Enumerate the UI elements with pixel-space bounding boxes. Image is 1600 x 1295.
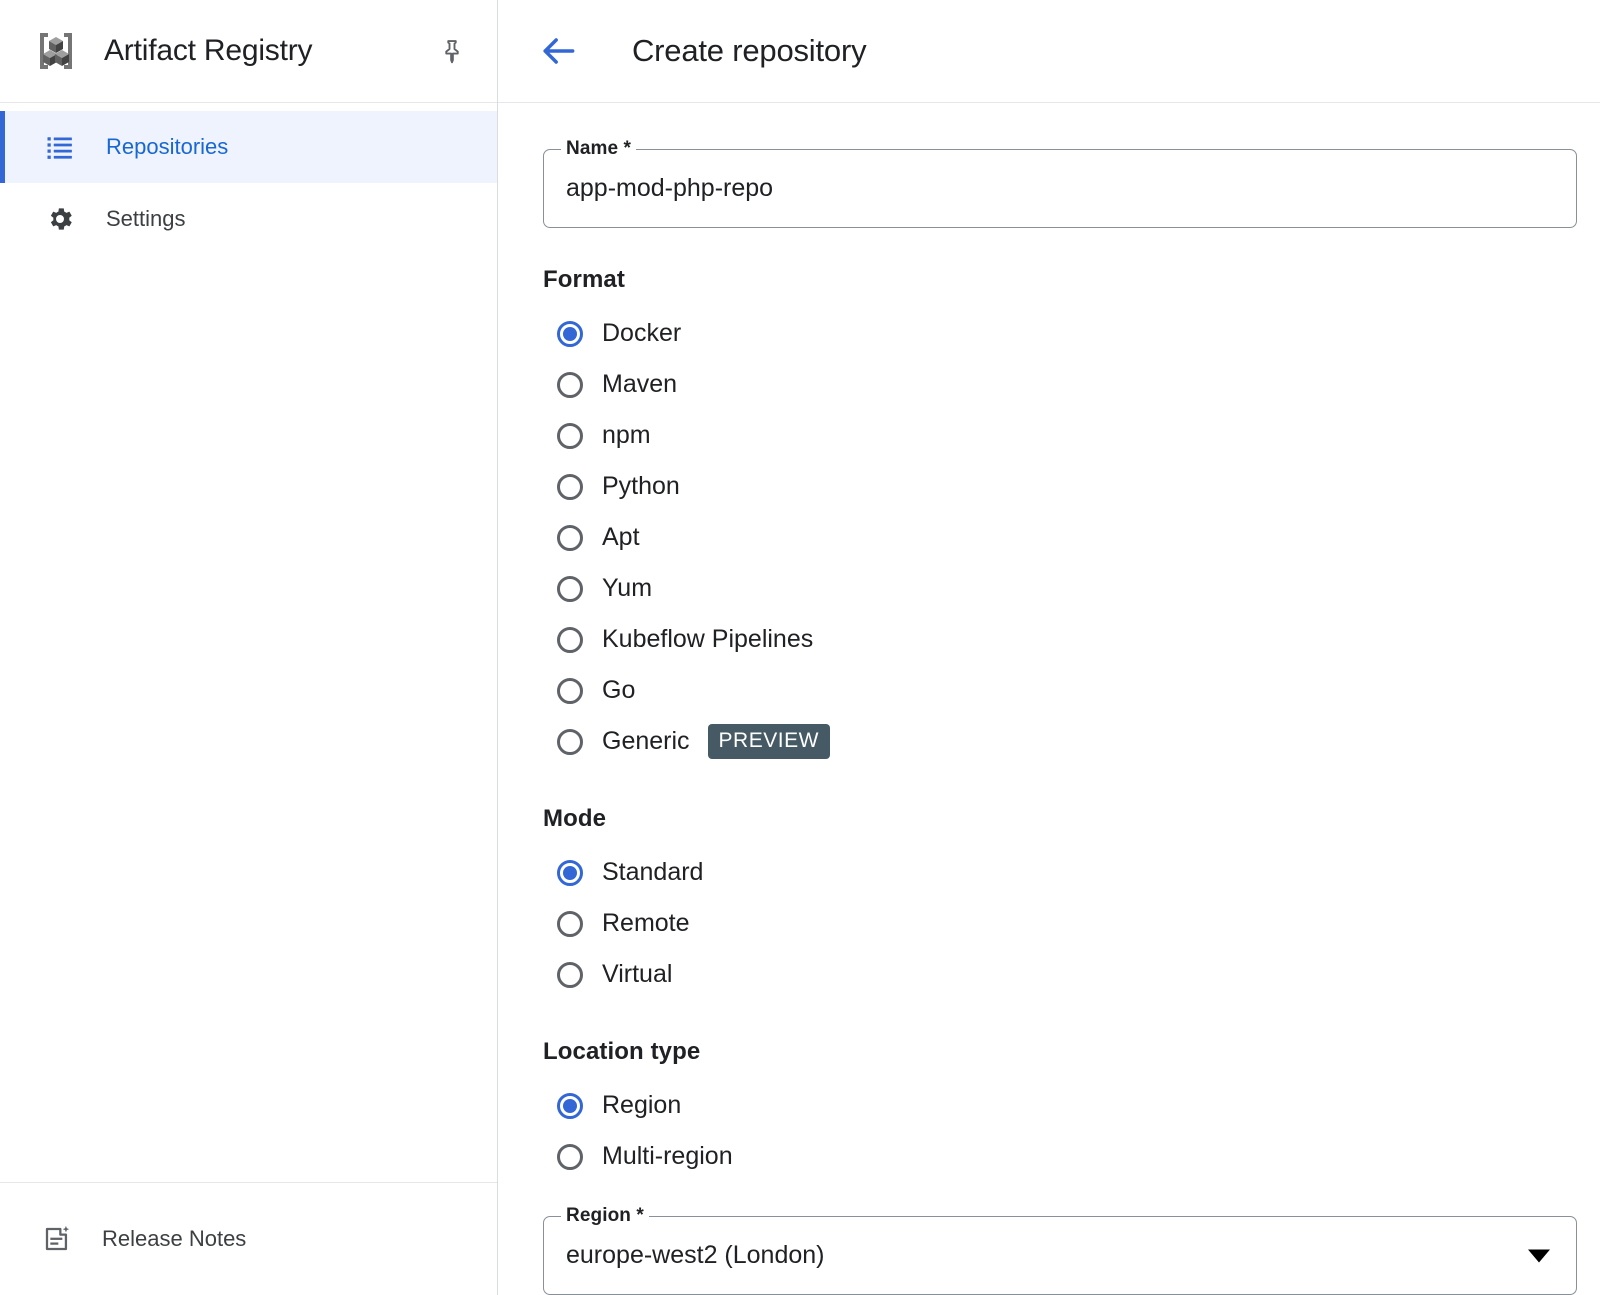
artifact-registry-logo-icon <box>28 23 84 79</box>
preview-badge: PREVIEW <box>707 724 830 759</box>
radio-icon[interactable] <box>557 320 583 347</box>
sidebar-item-label: Settings <box>106 206 186 231</box>
create-repository-form: Name * app-mod-php-repo Format Docker Ma… <box>498 103 1600 1295</box>
format-option-label: Python <box>602 472 680 500</box>
radio-icon[interactable] <box>557 1143 583 1170</box>
list-icon <box>44 131 76 163</box>
radio-icon[interactable] <box>557 575 583 602</box>
format-option-maven[interactable]: Maven <box>543 359 1578 410</box>
sidebar-item-settings[interactable]: Settings <box>0 183 497 255</box>
region-field-label: Region * <box>561 1205 649 1227</box>
location-type-option-multi-region[interactable]: Multi-region <box>543 1131 1578 1182</box>
sidebar-item-repositories[interactable]: Repositories <box>0 111 497 183</box>
mode-option-label: Standard <box>602 858 704 886</box>
format-option-label: Yum <box>602 574 653 602</box>
mode-group-label: Mode <box>543 805 607 832</box>
format-group: Format Docker Maven npm Python <box>543 266 1578 767</box>
radio-icon[interactable] <box>557 422 583 449</box>
chevron-down-icon[interactable] <box>1528 1249 1550 1262</box>
format-option-label: Kubeflow Pipelines <box>602 625 814 653</box>
format-option-yum[interactable]: Yum <box>543 563 1578 614</box>
mode-option-label: Virtual <box>602 960 673 988</box>
format-option-label: Go <box>602 676 636 704</box>
sidebar-nav: Repositories Settings <box>0 103 497 255</box>
format-option-label: Apt <box>602 523 640 551</box>
radio-icon[interactable] <box>557 371 583 398</box>
radio-icon[interactable] <box>557 626 583 653</box>
sidebar: Artifact Registry <box>0 0 498 1295</box>
format-option-docker[interactable]: Docker <box>543 308 1578 359</box>
pin-icon[interactable] <box>431 30 473 72</box>
name-field-label: Name * <box>561 138 637 160</box>
sidebar-item-label: Repositories <box>106 134 229 159</box>
release-notes-icon <box>40 1222 74 1256</box>
release-notes-label: Release Notes <box>102 1226 247 1251</box>
format-option-npm[interactable]: npm <box>543 410 1578 461</box>
page-header: Create repository <box>498 0 1600 103</box>
mode-option-label: Remote <box>602 909 690 937</box>
format-option-label: Maven <box>602 370 678 398</box>
radio-icon[interactable] <box>557 859 583 886</box>
region-field-wrapper: Region * europe-west2 (London) <box>543 1205 1578 1295</box>
radio-icon[interactable] <box>557 961 583 988</box>
release-notes-item[interactable]: Release Notes <box>0 1182 497 1295</box>
location-type-option-label: Multi-region <box>602 1142 733 1170</box>
app-title: Artifact Registry <box>104 34 313 67</box>
format-option-apt[interactable]: Apt <box>543 512 1578 563</box>
mode-group: Mode Standard Remote Virtual <box>543 805 1578 1000</box>
sidebar-header: Artifact Registry <box>0 0 497 103</box>
format-option-python[interactable]: Python <box>543 461 1578 512</box>
radio-icon[interactable] <box>557 1092 583 1119</box>
format-option-generic[interactable]: Generic PREVIEW <box>543 716 1578 767</box>
location-type-group-label: Location type <box>543 1038 701 1065</box>
sidebar-spacer <box>0 255 497 1182</box>
gear-icon <box>44 203 76 235</box>
name-input[interactable]: app-mod-php-repo <box>566 174 774 202</box>
location-type-option-region[interactable]: Region <box>543 1080 1578 1131</box>
name-field[interactable]: Name * app-mod-php-repo <box>543 138 1577 228</box>
format-option-go[interactable]: Go <box>543 665 1578 716</box>
location-type-group: Location type Region Multi-region <box>543 1038 1578 1182</box>
region-selected-value: europe-west2 (London) <box>566 1241 825 1269</box>
location-type-option-label: Region <box>602 1091 682 1119</box>
radio-icon[interactable] <box>557 524 583 551</box>
radio-icon[interactable] <box>557 910 583 937</box>
format-group-label: Format <box>543 266 625 293</box>
format-option-kubeflow-pipelines[interactable]: Kubeflow Pipelines <box>543 614 1578 665</box>
region-select[interactable]: Region * europe-west2 (London) <box>543 1205 1577 1295</box>
format-option-label: Generic <box>602 727 690 755</box>
radio-icon[interactable] <box>557 677 583 704</box>
arrow-left-icon[interactable] <box>534 27 582 75</box>
page-title: Create repository <box>632 33 867 68</box>
mode-option-standard[interactable]: Standard <box>543 847 1578 898</box>
format-option-label: npm <box>602 421 651 449</box>
mode-option-virtual[interactable]: Virtual <box>543 949 1578 1000</box>
radio-icon[interactable] <box>557 473 583 500</box>
mode-option-remote[interactable]: Remote <box>543 898 1578 949</box>
main-content: Create repository Name * app-mod-php-rep… <box>498 0 1600 1295</box>
radio-icon[interactable] <box>557 728 583 755</box>
format-option-label: Docker <box>602 319 682 347</box>
